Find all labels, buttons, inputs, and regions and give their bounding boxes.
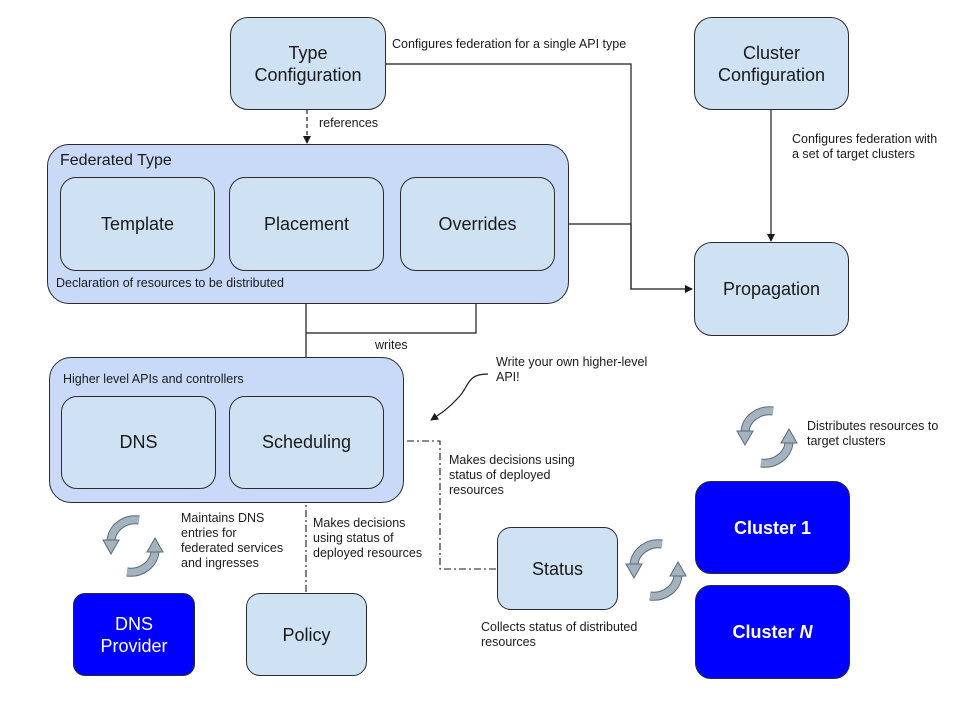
cluster-n-italic: N: [799, 622, 813, 642]
federated-type-to-propagation-line: [568, 223, 632, 289]
cluster-1-box[interactable]: Cluster 1: [695, 481, 850, 574]
declaration-label: Declaration of resources to be distribut…: [56, 276, 284, 290]
policy-box[interactable]: Policy: [246, 593, 367, 676]
type-configuration-box[interactable]: Type Configuration: [230, 17, 386, 110]
status-box[interactable]: Status: [497, 527, 618, 610]
distributes-label: Distributes resources to target clusters: [807, 419, 939, 448]
dns-box[interactable]: DNS: [61, 396, 216, 489]
cycle-icon-dns: [102, 515, 164, 577]
configures-api-type-label: Configures federation for a single API t…: [392, 37, 627, 51]
federated-type-title: Federated Type: [60, 152, 172, 169]
write-your-own-label: Write your own higher-level API!: [496, 355, 648, 384]
cluster-n-box[interactable]: Cluster N: [695, 585, 850, 679]
maintains-dns-label: Maintains DNS entries for federated serv…: [181, 511, 284, 570]
higher-level-title: Higher level APIs and controllers: [63, 372, 244, 386]
configures-clusters-label: Configures federation with a set of targ…: [792, 132, 938, 161]
placement-box[interactable]: Placement: [229, 177, 384, 271]
collects-status-label: Collects status of distributed resources: [481, 620, 638, 649]
writes-label: writes: [375, 338, 408, 352]
makes-decisions-policy-label: Makes decisions using status of deployed…: [313, 516, 423, 560]
cluster-n-prefix: Cluster: [732, 622, 800, 642]
cycle-icon-status: [625, 539, 687, 601]
references-label: references: [319, 116, 379, 130]
propagation-box[interactable]: Propagation: [694, 242, 849, 336]
status-to-scheduling-arrow: [382, 437, 496, 570]
dns-provider-box[interactable]: DNS Provider: [73, 593, 195, 676]
cluster-configuration-box[interactable]: Cluster Configuration: [694, 17, 849, 110]
template-box[interactable]: Template: [60, 177, 215, 271]
cycle-icon-distribute: [736, 406, 798, 468]
scheduling-box[interactable]: Scheduling: [229, 396, 384, 489]
write-your-own-curve-arrow: [430, 373, 489, 421]
makes-decisions-status-label: Makes decisions using status of deployed…: [449, 453, 575, 497]
overrides-box[interactable]: Overrides: [400, 177, 555, 271]
type-config-to-propagation-line: [386, 63, 693, 293]
